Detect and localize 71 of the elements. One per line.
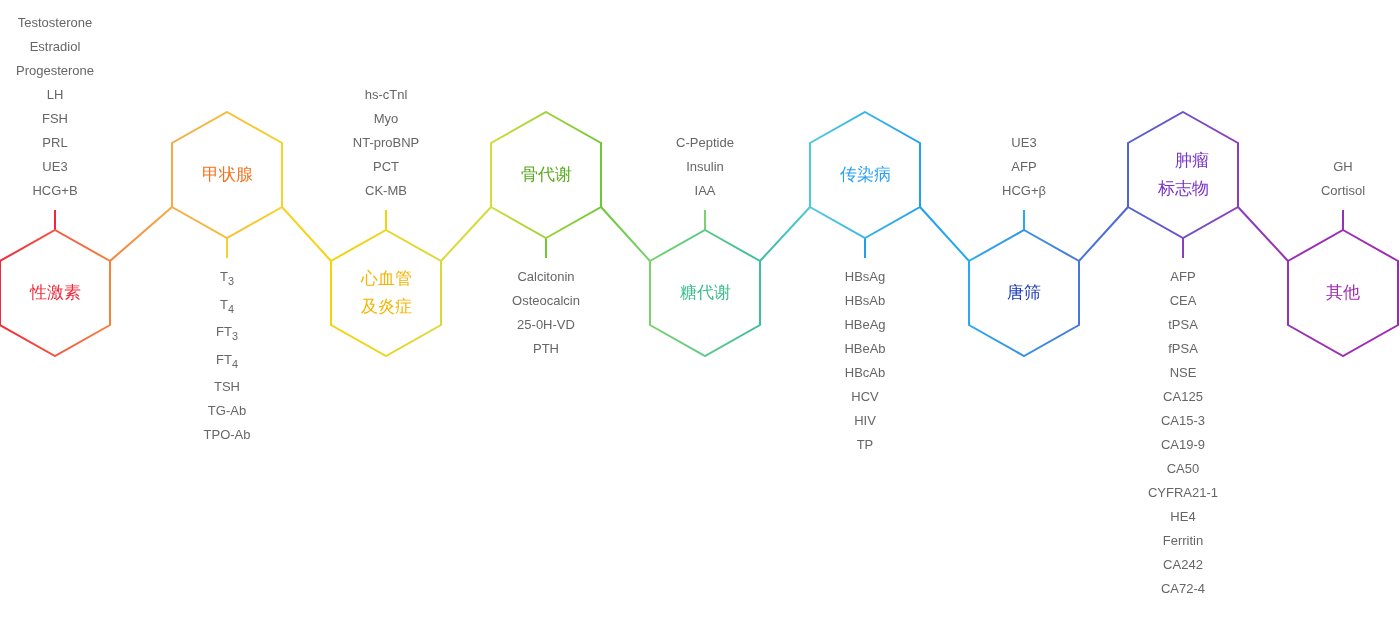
test-name: HBeAg [844, 316, 886, 334]
category-title: 骨代谢 [519, 164, 573, 186]
test-name: NT-proBNP [352, 134, 420, 152]
test-name: PRL [42, 134, 68, 152]
test-name: IAA [694, 182, 716, 200]
test-name: LH [46, 86, 64, 104]
test-name: AFP [1011, 158, 1037, 176]
connector-line [919, 206, 970, 262]
category-title: 糖代谢 [678, 282, 732, 304]
test-name: HBeAb [844, 340, 886, 358]
category-title: 心血管及炎症 [359, 268, 413, 318]
test-name: AFP [1170, 268, 1196, 286]
test-name: HE4 [1170, 508, 1196, 526]
test-name: HBsAb [844, 292, 886, 310]
test-name: 25-0H-VD [517, 316, 575, 334]
test-name: FT$_{4}$ [216, 350, 238, 372]
connector-line [1237, 206, 1289, 262]
test-name: PTH [533, 340, 559, 358]
test-name: CK-MB [365, 182, 407, 200]
test-name: Calcitonin [517, 268, 575, 286]
test-name: C-Peptide [676, 134, 734, 152]
test-name: TP [856, 436, 874, 454]
test-name: TG-Ab [207, 402, 247, 421]
test-name: Osteocalcin [512, 292, 580, 310]
test-name: CA19-9 [1160, 436, 1206, 454]
test-name: T$_{4}$ [220, 295, 234, 317]
test-name: HCV [851, 388, 879, 406]
test-name: hs-cTnl [364, 86, 408, 104]
test-name: CA15-3 [1160, 412, 1206, 430]
category-title: 肿瘤标志物 [1156, 150, 1210, 200]
test-name: CA125 [1163, 388, 1203, 406]
test-name: UE3 [42, 158, 68, 176]
test-name: Estradiol [29, 38, 81, 56]
test-name: CA50 [1166, 460, 1200, 478]
test-name: CEA [1169, 292, 1197, 310]
test-name: TSH [214, 378, 240, 397]
test-name: Ferritin [1162, 532, 1204, 550]
category-title: 性激素 [28, 282, 82, 304]
test-name: HCG+B [32, 182, 78, 200]
connector-line [281, 206, 332, 262]
connector-line [1078, 206, 1129, 262]
test-name: HBcAb [844, 364, 886, 382]
test-name: Progesterone [15, 62, 95, 80]
test-name: Insulin [686, 158, 724, 176]
test-name: CA72-4 [1160, 580, 1206, 598]
test-name: tPSA [1168, 316, 1198, 334]
test-name: PCT [373, 158, 399, 176]
test-name: GH [1333, 158, 1353, 176]
test-name: FSH [42, 110, 68, 128]
category-title: 甲状腺 [200, 164, 254, 186]
test-name: HIV [854, 412, 876, 430]
test-name: fPSA [1168, 340, 1198, 358]
test-name: HBsAg [844, 268, 886, 286]
test-name: CA242 [1163, 556, 1203, 574]
test-name: T$_{3}$ [220, 268, 234, 289]
test-name: Cortisol [1320, 182, 1366, 200]
test-name: TPO-Ab [203, 426, 251, 445]
test-name: NSE [1169, 364, 1197, 382]
test-name: Myo [373, 110, 399, 128]
test-name: Testosterone [17, 14, 93, 32]
category-title: 传染病 [838, 164, 892, 186]
connector-line [109, 206, 173, 262]
test-name: HCG+β [1002, 182, 1046, 200]
category-title: 唐筛 [1006, 282, 1042, 304]
test-name: CYFRA21-1 [1147, 484, 1219, 502]
connector-line [759, 206, 811, 262]
category-title: 其他 [1325, 282, 1361, 304]
test-name: FT$_{3}$ [216, 323, 238, 344]
connector-line [600, 206, 651, 262]
test-name: UE3 [1011, 134, 1037, 152]
connector-line [440, 206, 492, 262]
